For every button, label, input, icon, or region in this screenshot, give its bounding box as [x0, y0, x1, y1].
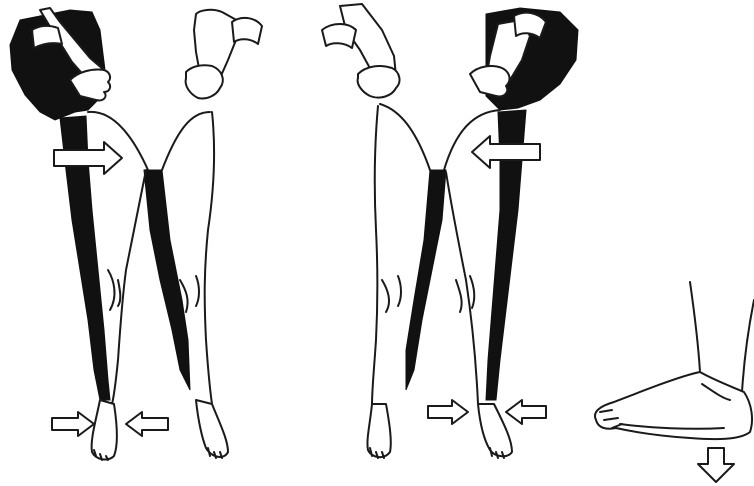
middle-left-knee — [382, 280, 389, 312]
middle-left-knee-detail — [398, 276, 401, 306]
right-hand — [186, 65, 223, 98]
right-foot — [196, 400, 228, 457]
figure-left — [10, 8, 262, 460]
middle-right-knee — [456, 280, 462, 312]
middle-ankle-arrow-left — [506, 400, 546, 424]
middle-left-hand — [358, 66, 400, 98]
foot-detail — [595, 282, 754, 482]
left-ankle-arrow-right — [52, 412, 94, 436]
middle-right-cuff — [514, 13, 546, 38]
right-cuff — [232, 18, 262, 44]
left-crotch-shadow — [144, 170, 190, 390]
left-foot — [92, 400, 117, 459]
left-leg-inner — [112, 170, 146, 404]
middle-left-cuff — [322, 24, 356, 48]
left-knee-detail — [118, 280, 120, 306]
left-hip-outline-right — [162, 112, 210, 170]
middle-hip-outline-left — [380, 104, 430, 170]
middle-right-hand — [470, 66, 509, 96]
right-leg-outer — [205, 112, 214, 404]
right-knee-detail — [196, 276, 199, 306]
foot-detail-arrow-down — [698, 448, 734, 482]
middle-ankle-arrow-right — [428, 400, 468, 424]
foot-detail-shin-front — [690, 282, 700, 372]
figure-middle — [322, 4, 578, 458]
left-knee — [108, 270, 114, 310]
middle-left-leg-outer — [372, 106, 378, 404]
foot-detail-shin-back — [742, 300, 754, 392]
left-ankle-arrow-left — [126, 412, 168, 436]
middle-right-knee-detail — [470, 276, 474, 308]
middle-crotch-shadow — [406, 170, 446, 390]
